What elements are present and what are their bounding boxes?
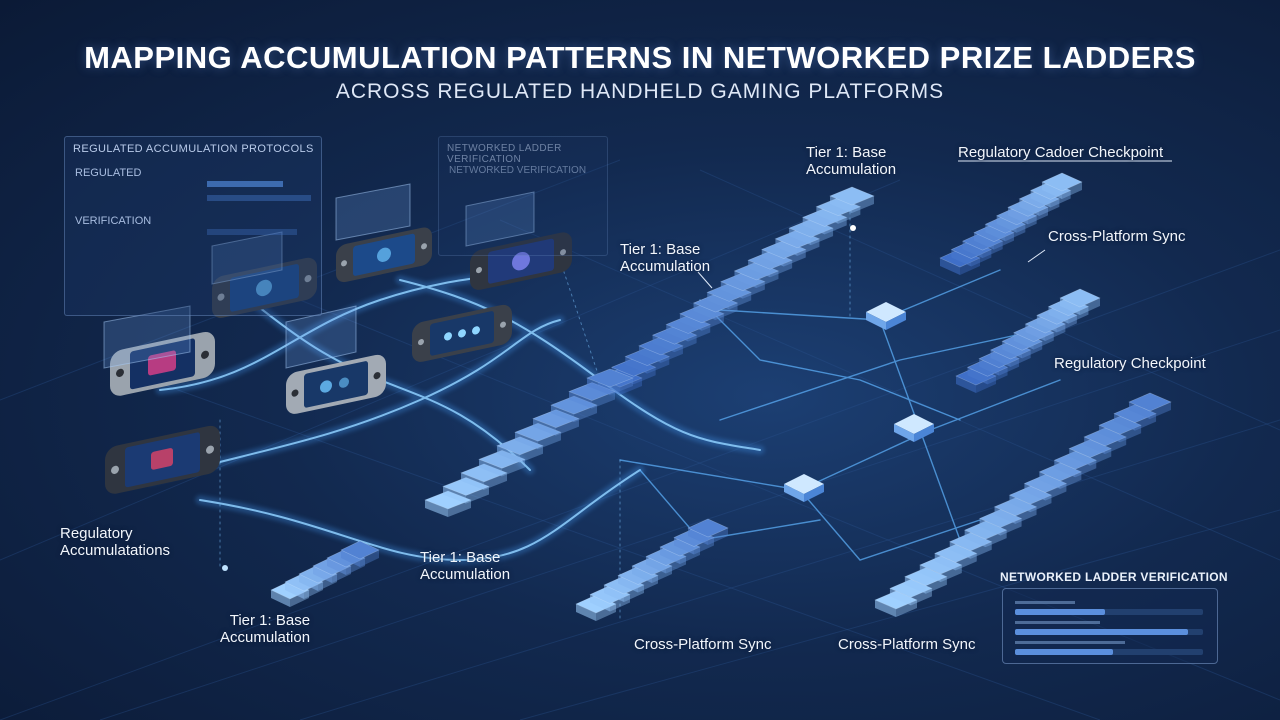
protocols-bar-2: [207, 195, 311, 201]
verification-panel-top-title: NETWORKED LADDER VERIFICATION: [447, 143, 562, 165]
ladder-main-upper: [597, 186, 875, 395]
verification-row-text: [1015, 641, 1125, 644]
label-tier-top: Tier 1: Base Accumulation: [806, 144, 897, 178]
junction-nodes: [222, 225, 934, 571]
protocols-panel: REGULATED ACCUMULATION PROTOCOLS REGULAT…: [64, 136, 322, 316]
protocols-bar-3: [207, 229, 297, 235]
handheld-device-1: [110, 331, 215, 396]
label-leaders: [697, 160, 1172, 289]
ladder-mid-right: [955, 288, 1101, 393]
handheld-device-3: [212, 257, 317, 318]
floating-status-cards: [103, 183, 535, 369]
verification-row-text: [1015, 621, 1100, 624]
label-tier-bottom: Tier 1: Base Accumulation: [220, 612, 311, 646]
ladder-left-small: [270, 540, 380, 607]
sync-node-dot: [222, 565, 228, 571]
label-cross-platform-sync-bottom-center: Cross-Platform Sync: [634, 636, 772, 653]
protocols-section-regulated: REGULATED: [75, 167, 142, 179]
handheld-device-2: [105, 425, 220, 494]
verification-progress-track: [1015, 609, 1203, 615]
verification-row-text: [1015, 601, 1075, 604]
handheld-device-5: [336, 227, 432, 283]
protocols-section-verification: VERIFICATION: [75, 215, 152, 227]
ladder-bottom-center: [575, 518, 729, 621]
label-regulatory-ladder-checkpoint: Regulatory Cadoer Checkpoint: [958, 144, 1164, 161]
junction-node-3: [784, 474, 824, 502]
protocols-bar-1: [207, 181, 283, 187]
handheld-device-7: [470, 232, 572, 290]
verification-panel-top-section: NETWORKED VERIFICATION: [449, 165, 587, 176]
verification-panel-title: NETWORKED LADDER VERIFICATION: [1000, 570, 1228, 584]
ladder-top-right: [939, 172, 1083, 275]
junction-node-2: [894, 414, 934, 442]
label-cross-platform-sync-bottom-right: Cross-Platform Sync: [838, 636, 976, 653]
ladder-main-lower: [424, 368, 634, 517]
verification-progress-track: [1015, 649, 1203, 655]
prize-ladders: [270, 172, 1172, 621]
label-tier-mid: Tier 1: Base Accumulation: [620, 241, 711, 275]
verification-panel-top: NETWORKED LADDER VERIFICATION NETWORKED …: [438, 136, 608, 256]
label-tier-center: Tier 1: Base Accumulation: [420, 549, 511, 583]
handheld-devices: [105, 227, 572, 494]
label-regulatory-checkpoint: Regulatory Checkpoint: [1054, 355, 1206, 372]
page-title: MAPPING ACCUMULATION PATTERNS IN NETWORK…: [84, 40, 1196, 75]
star-glint: [850, 225, 856, 231]
verification-progress-fill: [1015, 649, 1113, 655]
verification-progress-fill: [1015, 609, 1105, 615]
label-cross-platform-sync-right: Cross-Platform Sync: [1048, 228, 1186, 245]
ladder-bottom-right: [874, 392, 1172, 617]
page-subtitle: ACROSS REGULATED HANDHELD GAMING PLATFOR…: [335, 80, 945, 103]
verification-progress-fill: [1015, 629, 1188, 635]
junction-node-1: [866, 302, 906, 330]
protocols-panel-title: REGULATED ACCUMULATION PROTOCOLS: [73, 143, 314, 155]
verification-panel: [1002, 588, 1218, 664]
label-regulatory-accumulations: Regulatory Accumulatations: [60, 525, 171, 559]
handheld-device-6: [412, 304, 512, 362]
verification-progress-track: [1015, 629, 1203, 635]
handheld-device-4: [286, 354, 386, 414]
